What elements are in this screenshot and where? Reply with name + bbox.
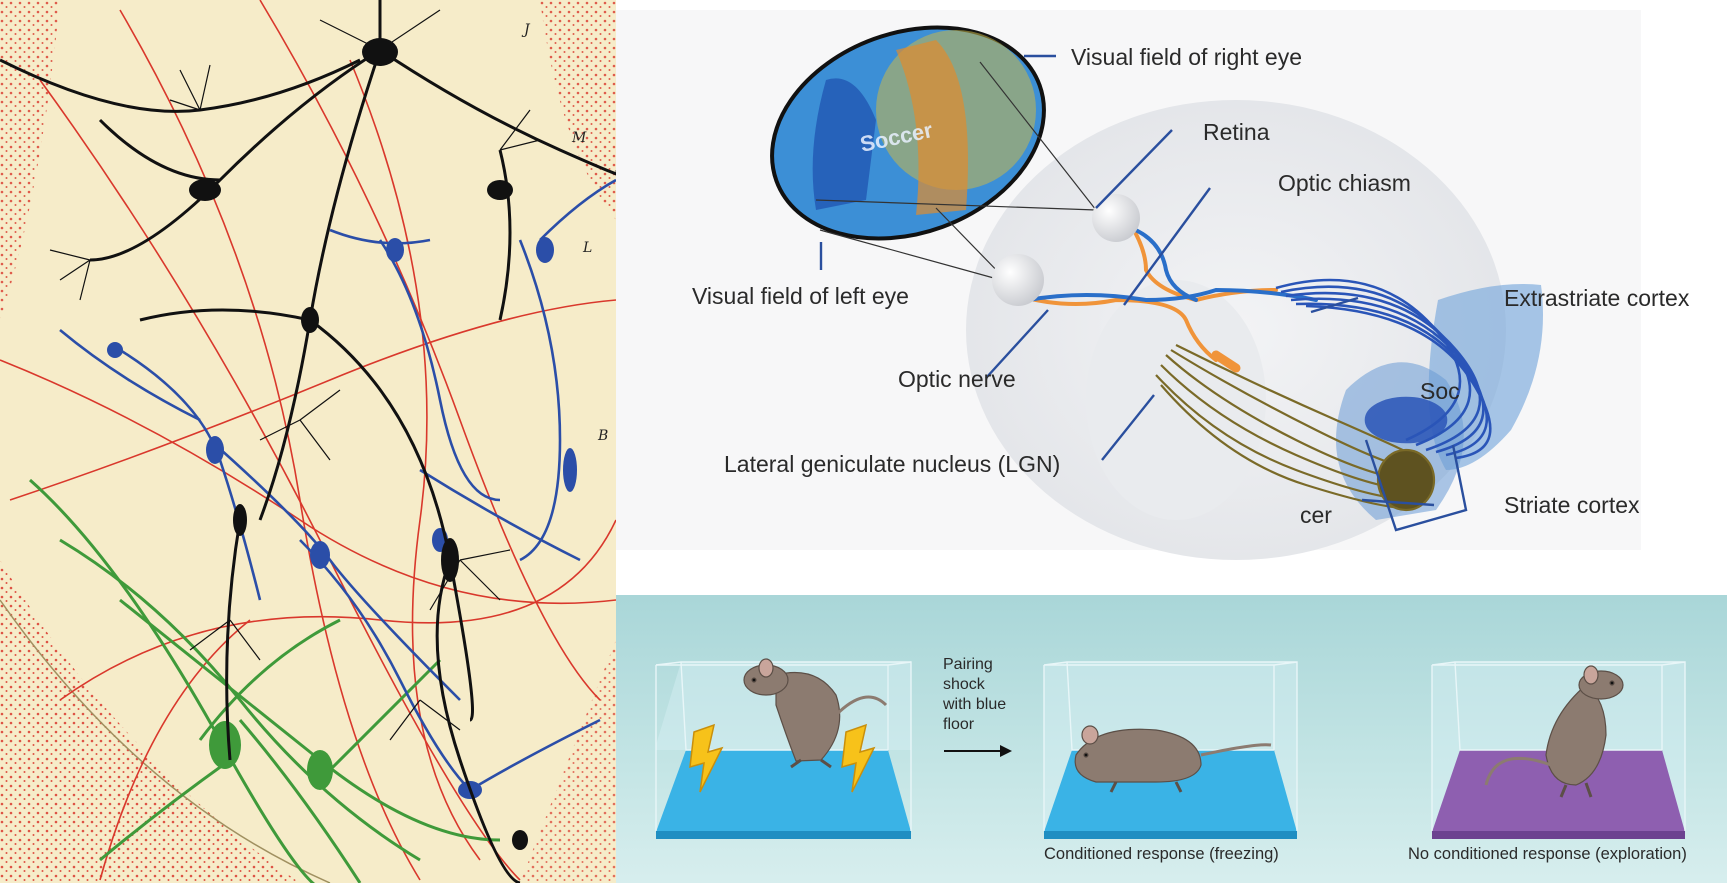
letter-b: B xyxy=(597,428,608,444)
black-cell-bodies xyxy=(189,38,528,850)
red-fibers xyxy=(0,0,616,881)
pairing-label-line-4: floor xyxy=(943,716,975,733)
pairing-label-line-2: shock xyxy=(943,676,985,693)
visual-pathway-diagram: Soc cer xyxy=(616,0,1727,595)
label-left-visual-field: Visual field of left eye xyxy=(692,283,909,309)
blue-radiation-fibers xyxy=(1275,278,1492,460)
dotted-tissue-bottom-right xyxy=(520,640,616,883)
optic-pathways xyxy=(1014,223,1318,362)
fear-conditioning-art xyxy=(655,658,1686,839)
projection-lines xyxy=(815,61,1097,281)
pairing-label-line-3: with blue xyxy=(943,696,1007,713)
mouse-freezing xyxy=(1074,725,1272,793)
pairing-label-line-1: Pairing xyxy=(943,656,993,673)
mouse-rearing-shock xyxy=(743,658,888,769)
blue-cell-bodies xyxy=(107,237,577,799)
label-striate-cortex: Striate cortex xyxy=(1504,492,1640,518)
dotted-tissue-left xyxy=(0,0,60,320)
letter-m: M xyxy=(571,130,587,146)
pairing-arrow-icon xyxy=(944,745,1012,757)
label-soc: Soc xyxy=(1420,378,1460,404)
neuron-illustration: J M L B xyxy=(0,0,616,883)
label-right-visual-field: Visual field of right eye xyxy=(1071,44,1302,70)
caption-conditioned-response: Conditioned response (freezing) xyxy=(1044,845,1279,863)
right-eye xyxy=(1092,194,1140,242)
shock-bolt-icons xyxy=(689,723,876,793)
caption-no-conditioned-response: No conditioned response (exploration) xyxy=(1408,845,1687,863)
label-leaders xyxy=(819,54,1468,532)
dotted-tissue-bottom-left xyxy=(0,560,300,883)
mouse-exploring xyxy=(1484,665,1624,798)
left-eye xyxy=(992,254,1044,306)
letter-l: L xyxy=(582,240,592,256)
visual-pathway-art: Soc cer xyxy=(616,10,1641,560)
label-optic-nerve: Optic nerve xyxy=(898,366,1016,392)
fear-conditioning-diagram: Pairing shock with blue floor Conditione… xyxy=(616,595,1727,883)
pairing-label: Pairing shock with blue floor xyxy=(943,655,1006,735)
letter-j: J xyxy=(521,22,531,38)
label-extrastriate-cortex: Extrastriate cortex xyxy=(1504,285,1690,311)
label-lgn: Lateral geniculate nucleus (LGN) xyxy=(724,451,1061,477)
visual-field-image: Soccer xyxy=(770,25,1046,241)
blue-neurons xyxy=(59,178,616,792)
label-optic-chiasm: Optic chiasm xyxy=(1278,170,1411,196)
neuron-drawing: J M L B xyxy=(0,0,616,883)
label-cer: cer xyxy=(1300,502,1332,528)
label-retina: Retina xyxy=(1203,119,1270,145)
green-cell-bodies xyxy=(209,721,333,790)
